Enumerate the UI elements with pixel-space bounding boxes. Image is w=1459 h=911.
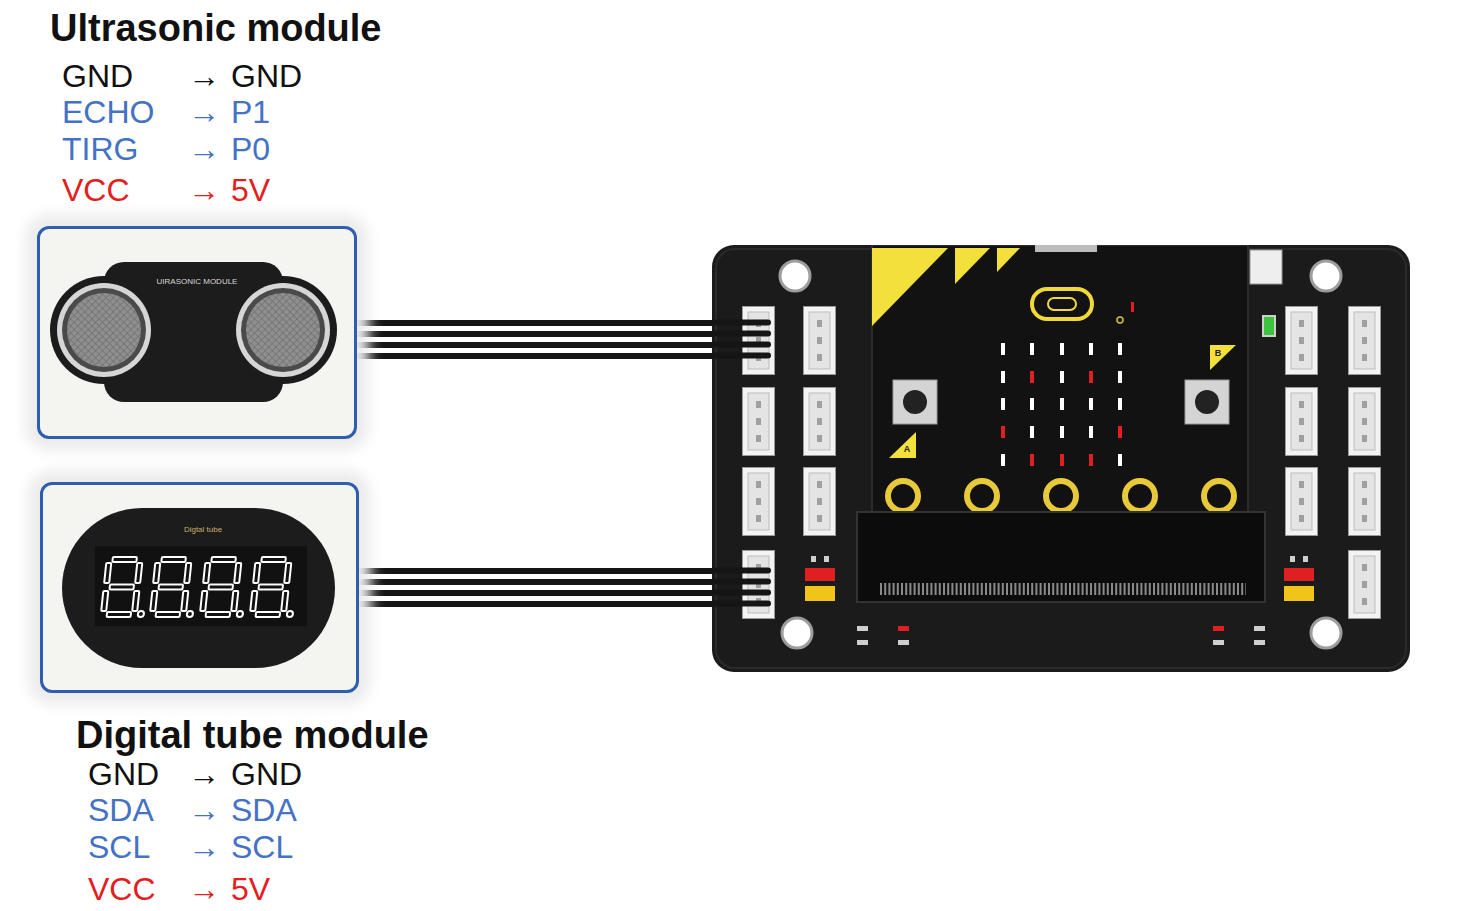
pin-name: SCL: [231, 828, 293, 866]
pin-name: GND: [231, 755, 302, 793]
pin-name: GND: [231, 57, 302, 95]
gold-pads: [888, 481, 1234, 511]
pin-name: P1: [231, 93, 270, 131]
cable-wire: [357, 320, 712, 326]
cable-wire: [359, 590, 712, 596]
transducer-left: [57, 283, 151, 377]
seven-segment-digits: [101, 557, 299, 617]
pin-name: VCC: [88, 870, 156, 908]
digital-tube-module: Digital tube moduleDigtal tube: [40, 482, 359, 693]
expansion-board-art: [712, 245, 1410, 672]
buttons: [889, 345, 1236, 458]
cable-wire: [357, 342, 712, 348]
digital-tube-art: [40, 482, 359, 693]
mapping-arrow: →: [188, 130, 220, 168]
plugged-wires: [712, 323, 768, 604]
pin-name: SDA: [231, 791, 297, 829]
pin-name: 5V: [231, 171, 270, 209]
cable-wire: [357, 353, 712, 359]
cable-wire: [359, 568, 712, 574]
module-heading: Digital tube module: [76, 714, 429, 758]
pin-name: SDA: [88, 791, 154, 829]
pin-headers: [743, 307, 1381, 619]
pin-name: GND: [62, 57, 133, 95]
pin-name: VCC: [62, 171, 130, 209]
silkscreen-text: Digtal tube: [184, 525, 222, 534]
button-label: B: [1215, 348, 1222, 358]
pin-name: SCL: [88, 828, 150, 866]
mapping-arrow: →: [188, 93, 220, 131]
cable-connector: [359, 571, 712, 604]
transducer-right: [236, 283, 330, 377]
expansion-board: AB: [712, 245, 1410, 672]
mapping-arrow: →: [188, 171, 220, 209]
pin-name: 5V: [231, 870, 270, 908]
mapping-arrow: →: [188, 828, 220, 866]
edge-connector: [857, 512, 1265, 602]
sensor-plate: [50, 262, 337, 402]
cable-wire: [359, 579, 712, 585]
ultrasonic-module: Ultrasonic moduleUIRASONIC MODULE: [37, 226, 357, 439]
led-matrix: [1001, 343, 1122, 466]
cable-wire: [357, 331, 712, 337]
button-label: A: [904, 444, 911, 454]
cable-wire: [359, 601, 712, 607]
mapping-arrow: →: [188, 870, 220, 908]
silkscreen-text: UIRASONIC MODULE: [157, 277, 238, 286]
board-body: [712, 245, 1410, 672]
display-plate: [62, 508, 335, 668]
pin-name: P0: [231, 130, 270, 168]
mapping-arrow: →: [188, 57, 220, 95]
mapping-arrow: →: [188, 791, 220, 829]
ultrasonic-sensor-art: [37, 226, 357, 439]
module-heading: Ultrasonic module: [50, 7, 382, 51]
pin-name: ECHO: [62, 93, 154, 131]
pin-name: TIRG: [62, 130, 138, 168]
pin-name: GND: [88, 755, 159, 793]
cable-connector: [357, 323, 712, 356]
mapping-arrow: →: [188, 755, 220, 793]
mounting-holes: [780, 261, 1341, 648]
